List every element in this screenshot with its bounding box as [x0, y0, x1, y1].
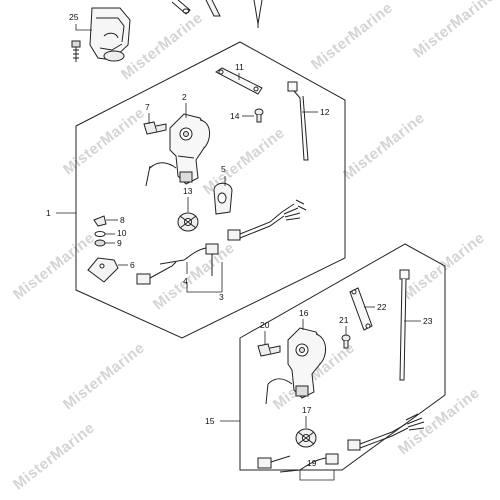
- callout-number: 20: [260, 320, 270, 330]
- callout-number: 17: [302, 405, 312, 415]
- part-20-bolt: [257, 343, 281, 357]
- wire-harness-lower: [257, 413, 425, 473]
- callout-number: 13: [183, 186, 193, 196]
- part-9-nut: [94, 239, 106, 247]
- kit-frame-lower: [239, 243, 446, 471]
- callout-19: 19: [299, 458, 335, 481]
- part-7-bolt: [143, 121, 167, 135]
- callout-number: 2: [182, 92, 187, 102]
- callout-3: 3: [186, 262, 224, 302]
- callout-number: 7: [145, 102, 150, 112]
- callout-number: 21: [339, 315, 349, 325]
- callout-number: 6: [130, 260, 135, 270]
- callout-number: 23: [423, 316, 433, 326]
- callout-12: 12: [302, 107, 330, 117]
- callout-number: 5: [221, 164, 226, 174]
- callout-10: 10: [105, 228, 127, 238]
- callout-17: 17: [302, 405, 312, 428]
- callout-number: 1: [46, 208, 51, 218]
- part-8-bolt: [93, 215, 107, 227]
- part-2-lever-housing: [145, 113, 210, 187]
- part-12-cable-tie: [287, 81, 309, 161]
- callout-15: 15: [205, 416, 240, 426]
- callout-7: 7: [145, 102, 150, 124]
- part-21-screw: [341, 334, 351, 349]
- callout-21: 21: [339, 315, 349, 335]
- part-14-screw: [254, 108, 264, 123]
- callout-22: 22: [364, 302, 387, 312]
- callout-16: 16: [299, 308, 309, 330]
- callout-13: 13: [183, 186, 193, 212]
- part-5-clip: [213, 182, 233, 215]
- callout-number: 8: [120, 215, 125, 225]
- part-6-bracket: [87, 257, 119, 283]
- part-16-lever-housing: [265, 327, 326, 405]
- callout-5: 5: [221, 164, 226, 186]
- callout-number: 22: [377, 302, 387, 312]
- callout-number: 15: [205, 416, 215, 426]
- callout-11: 11: [235, 62, 244, 80]
- callout-8: 8: [106, 215, 125, 225]
- callout-number: 4: [183, 276, 188, 286]
- callout-number: 11: [235, 62, 244, 72]
- part-13-knob: [177, 212, 199, 232]
- callout-number: 3: [219, 292, 224, 302]
- callout-14: 14: [230, 111, 254, 121]
- callout-number: 16: [299, 308, 309, 318]
- part-10-washer: [94, 231, 106, 237]
- callout-6: 6: [118, 260, 135, 270]
- callout-9: 9: [105, 238, 122, 248]
- callout-number: 10: [117, 228, 127, 238]
- callout-number: 14: [230, 111, 240, 121]
- part-11-plate: [215, 67, 263, 95]
- callout-4: 4: [183, 262, 188, 286]
- wire-harness-upper: [136, 199, 307, 285]
- callout-23: 23: [404, 316, 433, 326]
- part-23-cable-tie: [399, 269, 410, 381]
- callout-number: 25: [69, 12, 79, 22]
- part-17-knob: [295, 428, 317, 448]
- part-22-plate: [349, 287, 373, 331]
- callout-20: 20: [260, 320, 270, 344]
- callout-number: 19: [307, 458, 317, 468]
- remote-control-part-top: [71, 0, 263, 62]
- callout-25: 25: [69, 12, 92, 31]
- kit-frame-upper: [75, 41, 346, 339]
- callout-2: 2: [182, 92, 187, 118]
- callout-number: 9: [117, 238, 122, 248]
- callout-1: 1: [46, 208, 76, 218]
- callout-number: 12: [320, 107, 330, 117]
